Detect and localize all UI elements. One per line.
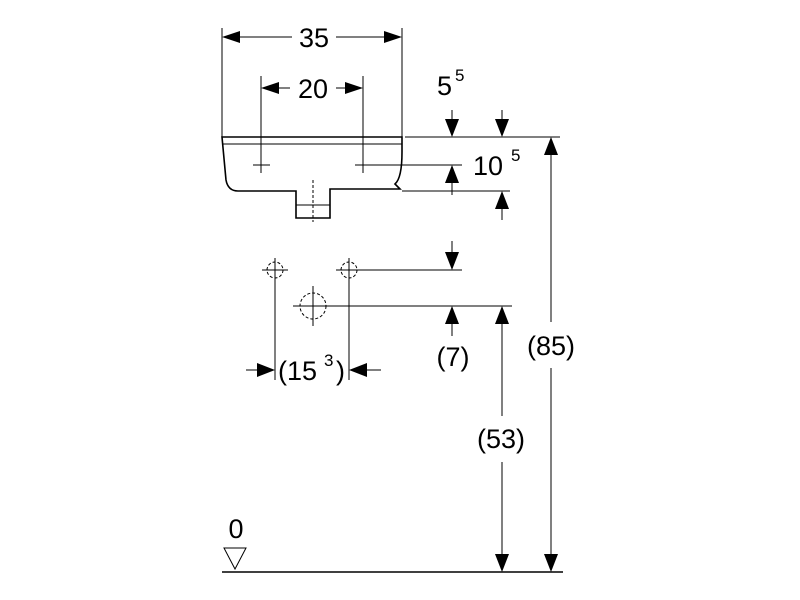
dim-rim-offset-label: 5 <box>437 71 452 101</box>
tap-hole-left-marker <box>253 157 270 173</box>
drain-connection-marker <box>293 286 333 326</box>
dim-tap-spacing-label: 20 <box>298 74 328 104</box>
floor-level-label: 0 <box>228 514 243 544</box>
dim-supply-spacing-sup: 3 <box>324 351 333 370</box>
tap-hole-right-marker <box>355 157 372 173</box>
dim-rim-offset-sup: 5 <box>455 66 464 85</box>
dim-rim-offset: 5 5 <box>405 66 560 138</box>
dim-width-total: 35 <box>221 23 403 137</box>
dim-supply-offset: (7) <box>333 241 512 372</box>
dim-supply-spacing: (15 3 ) <box>246 282 381 386</box>
dim-supply-spacing-close: ) <box>336 356 345 386</box>
dim-tap-spacing: 20 <box>260 74 364 157</box>
supply-right-marker <box>336 258 362 282</box>
supply-left-marker <box>262 258 288 282</box>
dim-supply-offset-label: (7) <box>437 342 470 372</box>
dim-supply-spacing-open: (15 <box>278 356 317 386</box>
dim-rim-height-label: (85) <box>527 331 575 361</box>
dim-drain-height-label: (53) <box>477 424 525 454</box>
washbasin <box>221 136 403 222</box>
dim-rim-height: (85) <box>527 137 575 572</box>
floor-level-marker: 0 <box>223 514 247 571</box>
washbasin-outline <box>221 136 403 219</box>
dim-tap-height: 10 5 <box>372 146 520 195</box>
dim-width-total-label: 35 <box>299 23 329 53</box>
dim-tap-height-sup: 5 <box>511 146 520 165</box>
dim-drain-height: (53) <box>477 306 525 572</box>
dim-basin-bottom <box>402 190 510 220</box>
dim-tap-height-label: 10 <box>473 151 503 181</box>
